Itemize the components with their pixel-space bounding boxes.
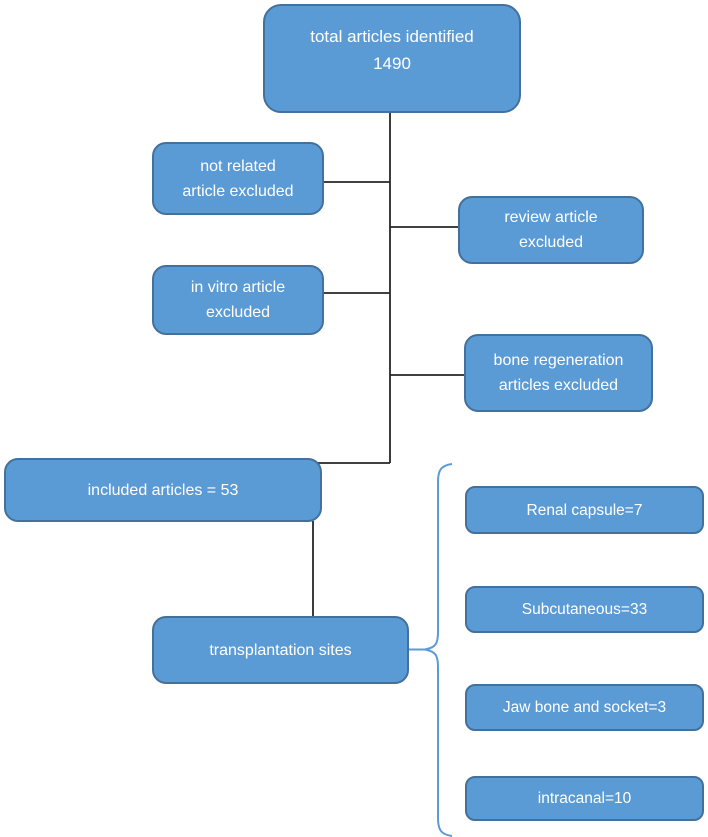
node-total-articles-count: 1490 — [373, 54, 411, 73]
node-site-subcutaneous-label: Subcutaneous=33 — [521, 601, 648, 618]
node-in-vitro-line1: in vitro article — [190, 279, 286, 296]
node-site-intracanal-label: intracanal=10 — [537, 790, 632, 807]
node-site-renal-capsule: Renal capsule=7 — [465, 486, 704, 534]
node-transplantation-sites: transplantation sites — [152, 616, 409, 684]
node-review-excluded: review article excluded — [458, 196, 644, 264]
node-bone-regen-line2: articles excluded — [498, 377, 619, 394]
node-site-jaw-bone-socket: Jaw bone and socket=3 — [465, 684, 704, 731]
node-site-renal-label: Renal capsule=7 — [526, 501, 643, 519]
node-included-articles: included articles = 53 — [4, 458, 322, 522]
node-site-jaw-label: Jaw bone and socket=3 — [502, 699, 667, 716]
node-total-articles: total articles identified 1490 — [263, 4, 521, 113]
node-transplant-label: transplantation sites — [209, 641, 352, 659]
node-site-intracanal: intracanal=10 — [465, 776, 704, 821]
node-site-subcutaneous: Subcutaneous=33 — [465, 586, 704, 633]
node-not-related-line1: not related — [200, 157, 276, 175]
node-bone-regeneration-excluded: bone regeneration articles excluded — [464, 334, 653, 412]
node-in-vitro-line2: excluded — [205, 304, 271, 321]
node-total-articles-label: total articles identified — [310, 27, 474, 46]
node-bone-regen-line1: bone regeneration — [493, 352, 624, 369]
node-included-label: included articles = 53 — [87, 481, 239, 499]
node-not-related-line2: article excluded — [182, 182, 294, 200]
node-in-vitro-excluded: in vitro article excluded — [152, 265, 324, 335]
curly-brace — [424, 463, 453, 837]
node-review-line1: review article — [504, 209, 598, 226]
node-not-related-excluded: not related article excluded — [152, 142, 324, 215]
node-review-line2: excluded — [518, 234, 584, 251]
